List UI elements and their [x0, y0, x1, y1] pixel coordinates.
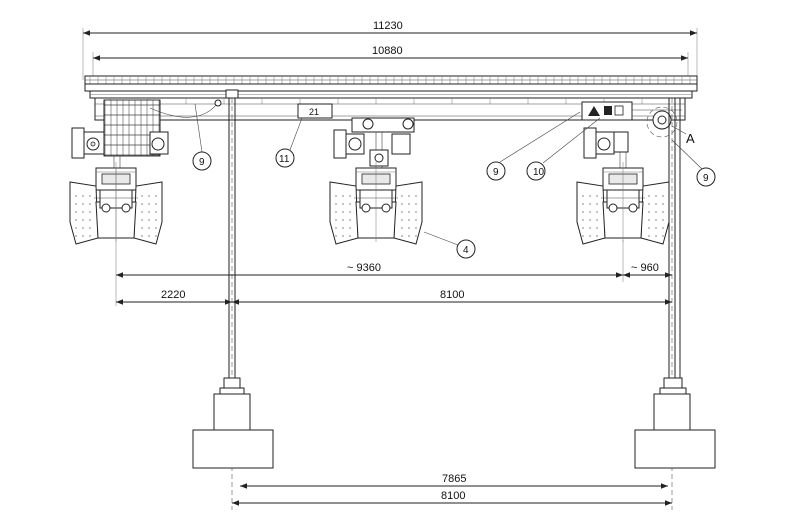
grab-bucket — [576, 162, 670, 245]
foundation-right — [634, 393, 716, 469]
svg-text:A: A — [686, 131, 695, 146]
dim-label-foundation-span: 8100 — [441, 490, 465, 502]
dimension-rail-length: 10880 — [92, 45, 689, 78]
right-trolley — [583, 106, 678, 172]
dimension-overall-length: 11230 — [82, 20, 698, 80]
svg-text:10: 10 — [533, 167, 545, 178]
svg-text:9: 9 — [199, 157, 205, 168]
dim-label-traverse: ~ 9360 — [347, 262, 381, 274]
dim-label-gantry-span: 8100 — [440, 289, 464, 301]
callout-hose-mid: 9 — [486, 111, 581, 181]
dimension-cantilever: 2220 — [116, 289, 232, 305]
dimension-foundation-span: 8100 — [232, 490, 672, 506]
main-girder: 21 — [94, 97, 686, 121]
callout-grab: 4 — [423, 231, 476, 259]
center-trolley — [333, 117, 415, 168]
svg-text:4: 4 — [463, 245, 469, 256]
foundation-left — [192, 393, 274, 469]
detail-a-circle — [646, 106, 678, 138]
dimension-gantry-span: 8100 — [232, 289, 672, 305]
dimension-right-offset: ~ 960 — [623, 262, 672, 278]
beam-number-plate — [297, 103, 333, 119]
grab-bucket — [329, 162, 423, 245]
dim-label-cantilever: 2220 — [161, 289, 185, 301]
detail-marker: A — [671, 125, 695, 146]
left-trolley — [71, 127, 169, 172]
svg-text:11: 11 — [279, 154, 290, 165]
beam-plate-text: 21 — [309, 107, 319, 117]
dimension-foundation-inner: 7865 — [240, 473, 668, 489]
grab-buckets — [69, 162, 670, 245]
dim-label-rail: 10880 — [372, 45, 403, 57]
right-leg — [659, 98, 687, 510]
dim-label-right-offset: ~ 960 — [631, 262, 659, 274]
left-leg — [219, 89, 245, 510]
callout-plate: 11 — [275, 117, 303, 168]
svg-text:9: 9 — [703, 173, 709, 184]
dim-label-overall: 11230 — [373, 20, 403, 32]
callout-hose-left: 9 — [192, 103, 212, 171]
top-rail-walkway — [84, 75, 698, 99]
callout-hose-right: 9 — [671, 139, 716, 187]
svg-text:9: 9 — [493, 167, 499, 178]
dim-label-foundation-inner: 7865 — [442, 473, 466, 485]
callout-drive: 10 — [526, 117, 601, 181]
